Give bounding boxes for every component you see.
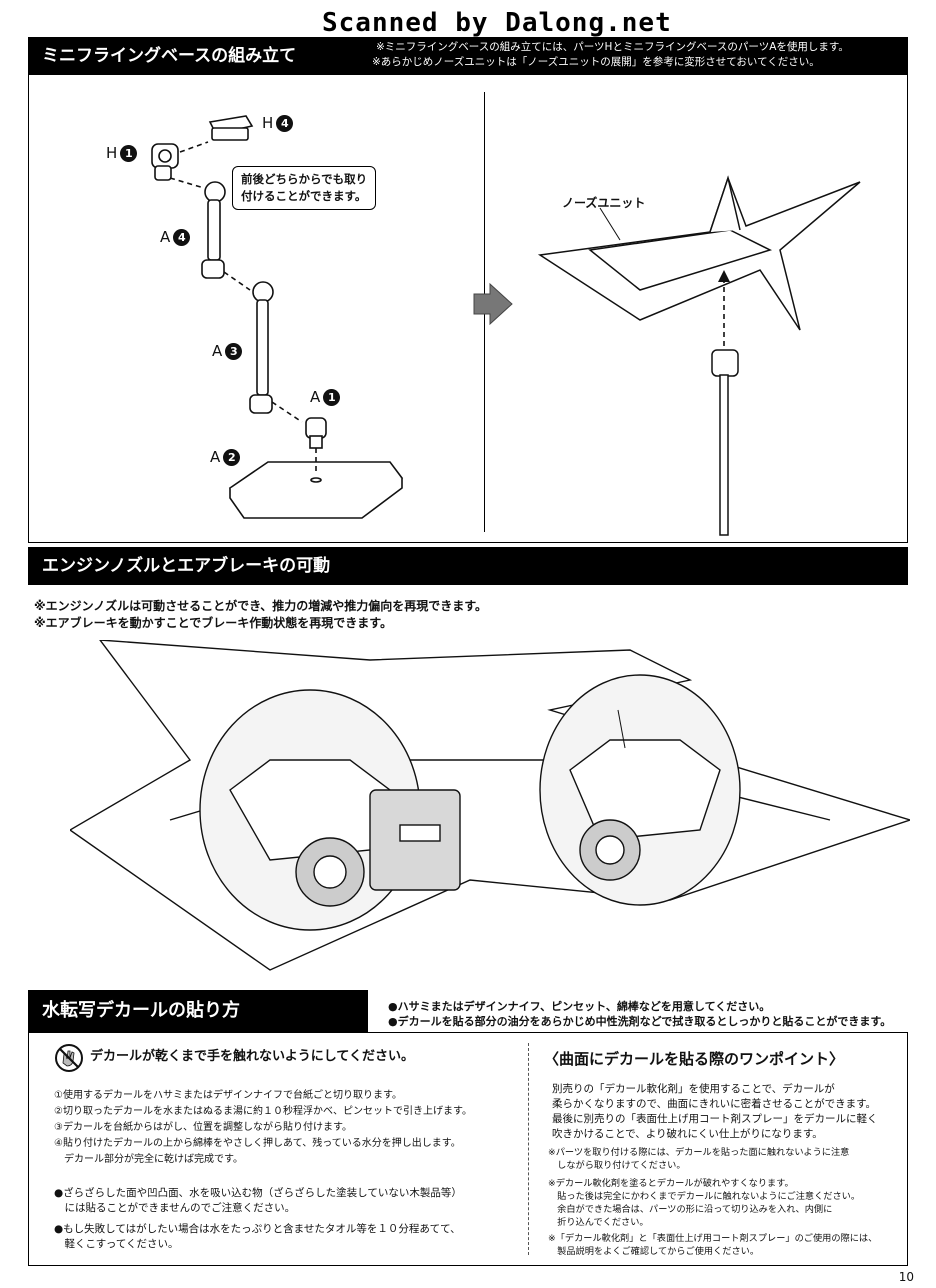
removal-tip: ●もし失敗してはがしたい場合は水をたっぷりと含ませたタオル等を１０分程あてて、 — [54, 1223, 461, 1235]
tip-note-line: 製品説明をよくご確認してからご使用ください。 — [548, 1246, 760, 1257]
decal-step: ④貼り付けたデカールの上から綿棒をやさしく押しあて、残っている水分を押し出します… — [54, 1138, 461, 1149]
next-step-arrow-icon — [473, 282, 513, 326]
tip-line: 最後に別売りの「表面仕上げ用コート剤スプレー」をデカールに軽く — [552, 1113, 878, 1125]
callout-line: 付けることができます。 — [241, 189, 367, 203]
decal-frame — [28, 1032, 908, 1266]
no-touch-icon — [55, 1044, 83, 1072]
curved-surface-tip-title: 〈曲面にデカールを貼る際のワンポイント〉 — [544, 1050, 845, 1068]
tip-note-line: ※パーツを取り付ける際には、デカールを貼った面に触れないように注意 — [548, 1147, 850, 1158]
tip-line: 柔らかくなりますので、曲面にきれいに密着させることができます。 — [552, 1098, 877, 1110]
section-header-engine: エンジンノズルとエアブレーキの可動 — [28, 547, 908, 585]
removal-tip: 軽くこすってください。 — [54, 1238, 179, 1250]
orientation-callout: 前後どちらからでも取り 付けることができます。 — [232, 166, 377, 210]
tip-note-line: 折り込んでください。 — [548, 1217, 649, 1228]
stand-assembly-diagram — [151, 115, 404, 519]
page-number: 10 — [898, 1270, 914, 1284]
decal-step: デカール部分が完全に乾けば完成です。 — [54, 1154, 243, 1165]
tip-line: 別売りの「デカール軟化剤」を使用することで、デカールが — [552, 1083, 835, 1095]
scan-watermark: Scanned by Dalong.net — [322, 8, 672, 38]
decal-step: ③デカールを台紙からはがし、位置を調整しながら貼り付けます。 — [54, 1122, 352, 1133]
surface-caution: には貼ることができませんのでご注意ください。 — [54, 1202, 296, 1214]
nose-unit-label: ノーズユニット — [562, 196, 646, 210]
tip-body: 別売りの「デカール軟化剤」を使用することで、デカールが 柔らかくなりますので、曲… — [552, 1082, 878, 1142]
decal-prep-note-1: ●ハサミまたはデザインナイフ、ピンセット、綿棒などを用意してください。 — [388, 1000, 771, 1013]
assembly-note-1: ※ミニフライングベースの組み立てには、パーツHとミニフライングベースのパーツAを… — [372, 40, 853, 55]
tip-note: ※「デカール軟化剤」と「表面仕上げ用コート剤スプレー」のご使用の際には、 製品説… — [548, 1232, 877, 1258]
section-header-decal: 水転写デカールの貼り方 — [28, 990, 368, 1032]
tip-note: ※デカール軟化剤を塗るとデカールが破れやすくなります。 貼った後は完全にかわくま… — [548, 1177, 860, 1229]
tip-note: ※パーツを取り付ける際には、デカールを貼った面に触れないように注意 しながら取り… — [548, 1146, 849, 1172]
decal-prep-note-2: ●デカールを貼る部分の油分をあらかじめ中性洗剤などで拭き取るとしっかりと貼ること… — [388, 1015, 892, 1028]
tip-note-line: しながら取り付けてください。 — [548, 1160, 686, 1171]
nose-unit-on-stand-diagram — [537, 175, 861, 536]
section-title: ミニフライングベースの組み立て — [42, 46, 297, 66]
section-title: エンジンノズルとエアブレーキの可動 — [42, 556, 331, 576]
engine-note-2: ※エアブレーキを動かすことでブレーキ作動状態を再現できます。 — [34, 616, 393, 630]
tip-note-line: ※デカール軟化剤を塗るとデカールが破れやすくなります。 — [548, 1178, 794, 1189]
dry-warning: デカールが乾くまで手を触れないようにしてください。 — [90, 1049, 414, 1064]
engine-nozzle-diagram — [70, 640, 910, 971]
tip-note-line: ※「デカール軟化剤」と「表面仕上げ用コート剤スプレー」のご使用の際には、 — [548, 1233, 878, 1244]
section-title: 水転写デカールの貼り方 — [42, 1000, 240, 1021]
tip-note-line: 貼った後は完全にかわくまでデカールに触れないようにご注意ください。 — [548, 1191, 861, 1202]
assembly-note-2: ※あらかじめノーズユニットは「ノーズユニットの展開」を参考に変形させておいてくだ… — [372, 56, 820, 68]
decal-step: ①使用するデカールをハサミまたはデザインナイフで台紙ごと切り取ります。 — [54, 1090, 402, 1101]
surface-caution: ●ざらざらした面や凹凸面、水を吸い込む物（ざらざらした塗装していない木製品等） — [54, 1187, 462, 1199]
callout-line: 前後どちらからでも取り — [241, 172, 368, 186]
decal-step: ②切り取ったデカールを水またはぬるま湯に約１０秒程浮かべ、ピンセットで引き上げま… — [54, 1106, 472, 1117]
column-divider — [528, 1043, 529, 1255]
tip-line: 吹きかけることで、より破れにくい仕上がりになります。 — [552, 1128, 823, 1140]
tip-note-line: 余白ができた場合は、パーツの形に沿って切り込みを入れ、内側に — [548, 1204, 833, 1215]
engine-note-1: ※エンジンノズルは可動させることができ、推力の増減や推力偏向を再現できます。 — [34, 599, 488, 613]
assembly-frame — [28, 75, 908, 543]
